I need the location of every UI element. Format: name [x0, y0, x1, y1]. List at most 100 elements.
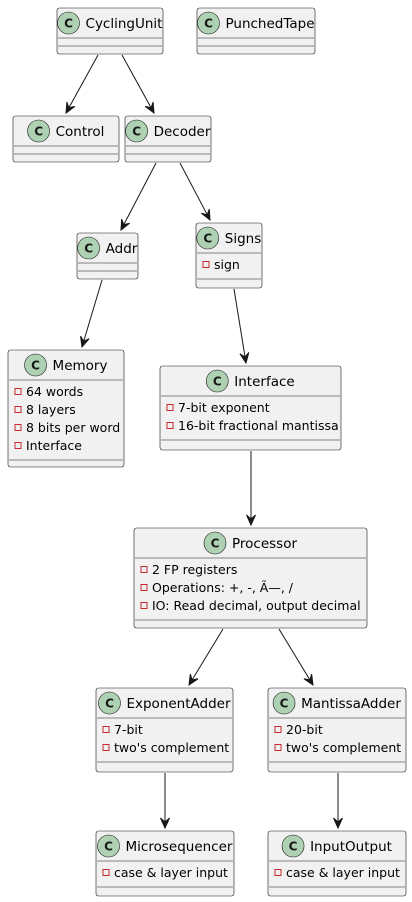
class-stereotype-icon — [203, 531, 227, 555]
private-visibility-icon — [14, 442, 22, 449]
class-name: Processor — [232, 536, 297, 552]
class-name: Control — [56, 124, 105, 140]
class-name: Memory — [53, 358, 108, 374]
class-stereotype-icon — [27, 119, 50, 143]
class-stereotype-letter: C — [31, 358, 40, 372]
class-attribute: two's complement — [286, 740, 401, 755]
class-stereotype-letter: C — [211, 536, 220, 550]
private-visibility-icon — [14, 406, 22, 413]
class-stereotype-letter: C — [203, 231, 212, 245]
private-visibility-icon — [202, 261, 210, 268]
relation-processor-to-exponentadder — [188, 628, 224, 687]
private-visibility-icon — [166, 404, 174, 411]
relation-interface-to-processor — [246, 451, 256, 527]
private-visibility-icon — [274, 869, 282, 876]
class-stereotype-icon — [281, 834, 305, 858]
class-name: ExponentAdder — [126, 696, 231, 712]
arrow-head-icon — [144, 101, 155, 115]
class-attribute: two's complement — [114, 740, 229, 755]
class-stereotype-icon — [205, 369, 229, 393]
class-box — [95, 687, 234, 773]
arrow-head-icon — [160, 817, 170, 830]
private-visibility-icon — [14, 424, 22, 431]
relation-decoder-to-addr — [120, 162, 157, 232]
relation-line — [233, 288, 246, 358]
class-box — [267, 687, 407, 773]
class-exponentadder[interactable]: ExponentAdder C7-bit two's complement — [95, 687, 234, 773]
class-box — [7, 349, 125, 468]
class-stereotype-icon — [196, 226, 220, 250]
relation-line — [123, 162, 157, 225]
private-visibility-icon — [274, 726, 282, 733]
class-attribute: 64 words — [26, 384, 83, 399]
class-stereotype-icon — [272, 691, 296, 715]
class-attribute: 2 FP registers — [152, 562, 237, 577]
arrow-head-icon — [303, 673, 314, 687]
private-visibility-icon — [102, 726, 110, 733]
relation-decoder-to-signs — [179, 162, 211, 222]
class-attribute: case & layer input — [114, 865, 228, 880]
relation-cyclingunit-to-decoder — [121, 54, 155, 115]
class-attribute: sign — [214, 257, 240, 272]
private-visibility-icon — [274, 744, 282, 751]
class-name: Interface — [234, 374, 294, 390]
class-box — [95, 830, 235, 897]
arrow-head-icon — [80, 335, 90, 349]
private-visibility-icon — [140, 566, 148, 573]
class-name: CyclingUnit — [86, 16, 163, 32]
arrow-head-icon — [65, 101, 76, 115]
class-stereotype-letter: C — [34, 124, 43, 138]
class-name: Signs — [225, 231, 261, 247]
class-attribute: case & layer input — [286, 865, 400, 880]
class-name: PunchedTape — [225, 16, 314, 32]
class-punchedtape[interactable]: PunchedTape C — [196, 7, 316, 55]
class-attribute: 7-bit exponent — [178, 400, 270, 415]
class-stereotype-letter: C — [132, 124, 141, 138]
class-stereotype-letter: C — [84, 241, 93, 255]
class-control[interactable]: Control C — [12, 115, 120, 163]
class-attribute: 8 layers — [26, 402, 76, 417]
class-cyclingunit[interactable]: CyclingUnit C — [56, 7, 164, 55]
class-stereotype-icon — [57, 11, 80, 35]
relation-line — [83, 279, 103, 342]
private-visibility-icon — [14, 388, 22, 395]
relation-mantissaadder-to-inputoutput — [333, 773, 343, 830]
class-stereotype-icon — [97, 834, 120, 858]
class-stereotype-letter: C — [64, 16, 73, 30]
relation-line — [179, 162, 208, 215]
class-stereotype-letter: C — [289, 839, 298, 853]
class-addr[interactable]: Addr C — [76, 232, 139, 280]
class-box — [56, 7, 164, 55]
private-visibility-icon — [102, 744, 110, 751]
arrow-head-icon — [246, 514, 256, 527]
class-stereotype-letter: C — [105, 696, 114, 710]
arrow-head-icon — [120, 218, 130, 232]
arrow-head-icon — [333, 817, 343, 830]
relation-exponentadder-to-microsequencer — [160, 773, 170, 830]
relation-line — [278, 628, 311, 681]
relation-processor-to-mantissaadder — [278, 628, 314, 687]
arrow-head-icon — [239, 352, 250, 365]
class-name: Addr — [106, 241, 138, 257]
relation-line — [121, 54, 152, 108]
class-stereotype-letter: C — [104, 839, 113, 853]
relation-signs-to-interface — [233, 288, 250, 365]
class-box — [196, 7, 316, 55]
class-attribute: 7-bit — [114, 722, 143, 737]
class-stereotype-icon — [125, 119, 148, 143]
class-attribute: 8 bits per word — [26, 420, 120, 435]
class-attribute: 16-bit fractional mantissa — [178, 418, 339, 433]
class-stereotype-letter: C — [204, 16, 213, 30]
class-attribute: Operations: +, -, Ã—, / — [152, 580, 294, 595]
class-stereotype-icon — [77, 236, 100, 260]
relation-line — [68, 54, 99, 108]
private-visibility-icon — [166, 422, 174, 429]
